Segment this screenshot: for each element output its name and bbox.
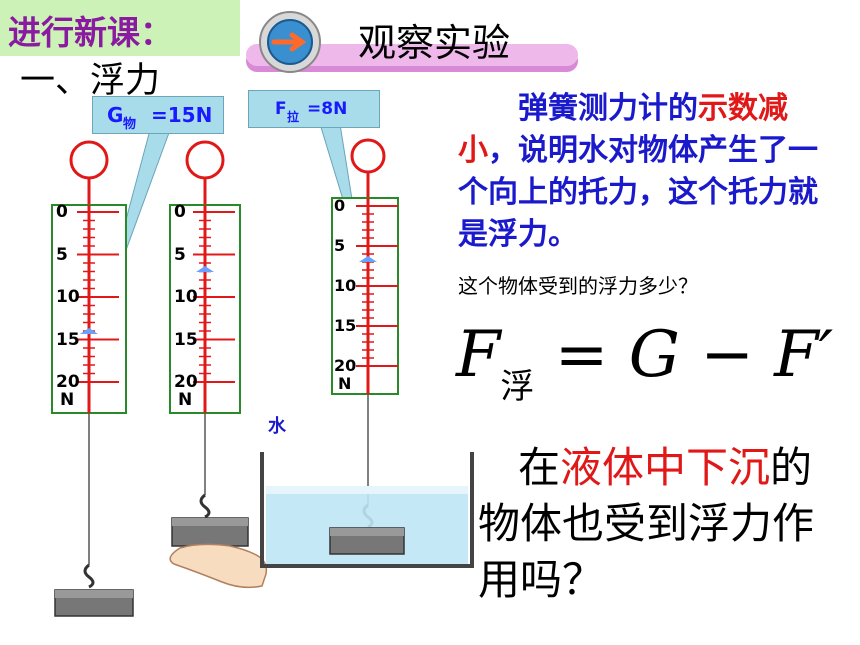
spring-scale-1 bbox=[51, 140, 134, 617]
formula-subscript: 浮 bbox=[500, 367, 535, 407]
pull-subscript: 拉 bbox=[287, 110, 300, 124]
scale-unit-label: N bbox=[178, 390, 193, 410]
scale-tick-label: 15 bbox=[174, 329, 198, 350]
question-text: 这个物体受到的浮力多少？ bbox=[458, 274, 698, 298]
pull-symbol: F bbox=[275, 99, 287, 119]
scale-tick-label: 20 bbox=[56, 372, 80, 392]
buoyancy-formula: F浮 = G − F′ bbox=[456, 318, 834, 407]
spring-scale-3 bbox=[331, 138, 399, 529]
scale-tick-label: 5 bbox=[56, 244, 68, 265]
hand-icon bbox=[169, 543, 268, 589]
para-highlight: 示数减小 bbox=[458, 91, 788, 168]
arrow-icon bbox=[271, 32, 307, 52]
weight-value: =15N bbox=[151, 103, 213, 127]
pull-callout: F 拉 =8N bbox=[248, 90, 380, 128]
big-q-highlight: 液体中下沉 bbox=[560, 443, 771, 492]
scale-tick-label: 5 bbox=[174, 244, 186, 265]
spring-scale-2 bbox=[169, 140, 268, 589]
pull-value: =8N bbox=[307, 99, 348, 119]
follow-up-question: 在液体中下沉的物体也受到浮力作用吗？ bbox=[478, 440, 828, 608]
scale-unit-label: N bbox=[338, 374, 352, 393]
scale-tick-label: 20 bbox=[334, 356, 357, 375]
scale-tick-label: 15 bbox=[334, 316, 357, 335]
big-q-part-a: 在 bbox=[518, 443, 561, 492]
lesson-label-box: 进行新课： bbox=[0, 0, 240, 56]
scale-tick-label: 0 bbox=[56, 202, 68, 222]
weight-symbol: G bbox=[107, 103, 124, 127]
weight-callout: G 物 =15N bbox=[92, 96, 224, 134]
weight-subscript: 物 bbox=[123, 117, 137, 132]
banner-title: 观察实验 bbox=[358, 21, 511, 65]
scale-tick-label: 10 bbox=[334, 276, 357, 295]
scale-tick-label: 10 bbox=[174, 287, 198, 307]
scale-tick-label: 0 bbox=[174, 202, 186, 222]
section-title: 一、浮力 bbox=[20, 61, 161, 101]
formula-lhs: F bbox=[456, 318, 501, 392]
scale-tick-label: 0 bbox=[334, 196, 346, 215]
scale-tick-label: 5 bbox=[334, 236, 346, 255]
water-label: 水 bbox=[268, 416, 286, 437]
para-part-b: ，说明水对物体产生了一个向上的托力，这个托力就是浮力。 bbox=[458, 133, 818, 252]
scale-unit-label: N bbox=[60, 390, 75, 410]
scale-tick-label: 20 bbox=[174, 372, 198, 392]
scale-tick-label: 10 bbox=[56, 287, 80, 307]
formula-rhs: = G − F′ bbox=[554, 318, 834, 392]
banner bbox=[246, 11, 578, 73]
para-part-a: 弹簧测力计的 bbox=[518, 91, 698, 126]
water-beaker bbox=[260, 452, 474, 568]
lesson-label: 进行新课： bbox=[8, 13, 173, 52]
scale-tick-label: 15 bbox=[56, 329, 80, 350]
big-q-part-b: 的物体也受到浮力作用吗？ bbox=[478, 443, 815, 604]
explanation-paragraph: 弹簧测力计的示数减小，说明水对物体产生了一个向上的托力，这个托力就是浮力。 bbox=[458, 88, 818, 256]
